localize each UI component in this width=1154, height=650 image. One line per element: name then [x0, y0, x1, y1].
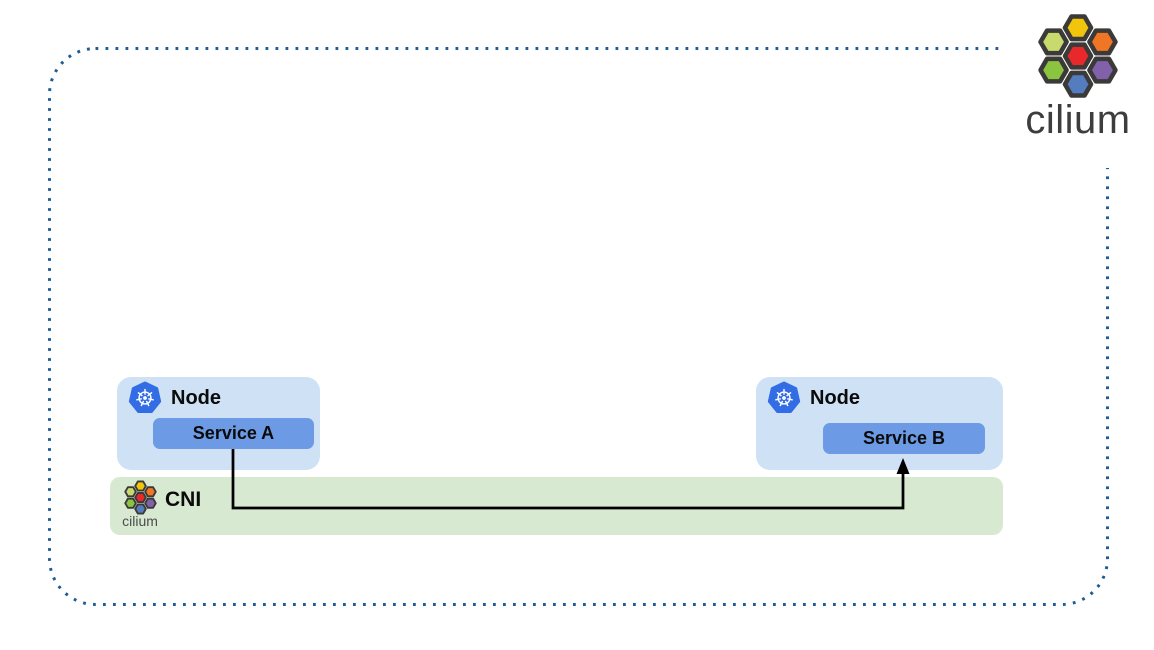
kubernetes-icon — [767, 381, 801, 414]
node-label: Node — [171, 386, 221, 409]
service-b-box: Service B — [823, 423, 985, 454]
node-label: Node — [810, 386, 860, 409]
cilium-small-wordmark: cilium — [122, 513, 158, 529]
cilium-logo: cilium — [1002, 0, 1154, 168]
cilium-wordmark: cilium — [1025, 98, 1131, 142]
node-header: Node — [117, 377, 320, 415]
cni-label: CNI — [165, 488, 202, 511]
cni-bar: cilium CNI — [110, 477, 1003, 535]
service-a-box: Service A — [153, 418, 314, 449]
kubernetes-icon — [128, 381, 162, 414]
cilium-cni-logo: cilium — [112, 479, 168, 528]
cilium-hex-icon — [123, 480, 157, 515]
node-box-right: Node Service B — [756, 377, 1003, 470]
node-header: Node — [756, 377, 1003, 415]
cilium-hex-icon — [1035, 13, 1121, 99]
node-box-left: Node Service A — [117, 377, 320, 470]
